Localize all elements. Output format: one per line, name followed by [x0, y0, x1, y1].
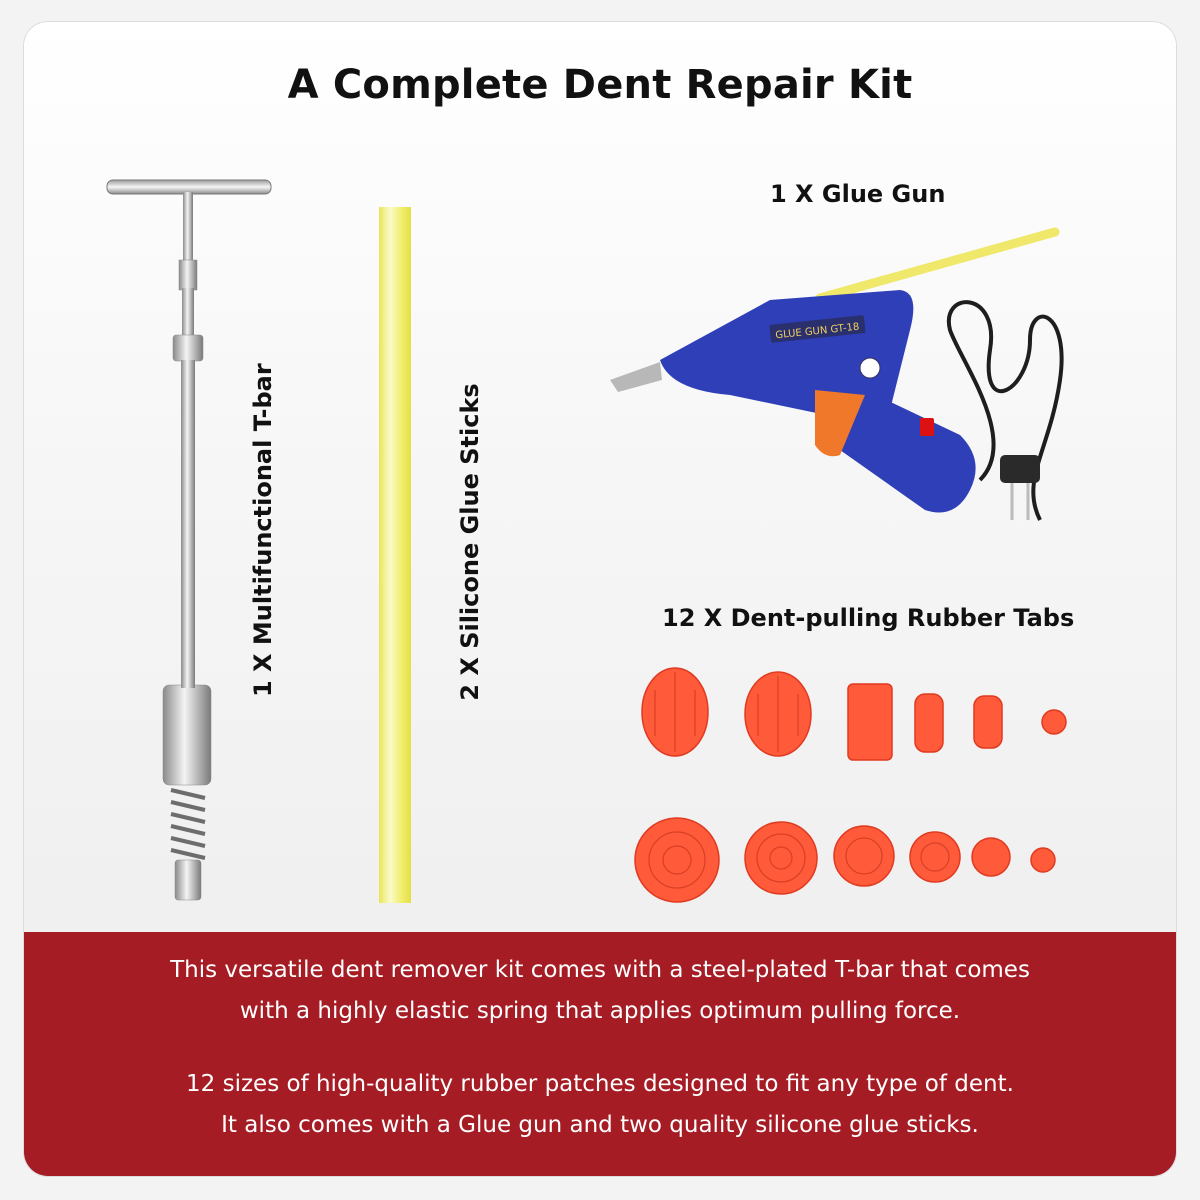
t-bar-image	[106, 179, 272, 901]
rubber-tab-3	[847, 683, 893, 761]
t-bar-label: 1 X Multifunctional T-bar	[249, 363, 277, 697]
description-line-3: 12 sizes of high-quality rubber patches …	[186, 1071, 1014, 1097]
rubber-tab-7	[634, 817, 720, 903]
description-line-1: This versatile dent remover kit comes wi…	[170, 957, 1030, 983]
rubber-tab-10	[909, 831, 961, 883]
rubber-tab-4	[914, 693, 944, 753]
rubber-tab-12	[1030, 847, 1056, 873]
glue-gun-label: 1 X Glue Gun	[770, 180, 946, 208]
description-line-4: It also comes with a Glue gun and two qu…	[221, 1112, 979, 1138]
glue-sticks-label: 2 X Silicone Glue Sticks	[456, 383, 484, 701]
rubber-tab-11	[971, 837, 1011, 877]
rubber-tab-5	[973, 695, 1003, 749]
rubber-tabs-image	[634, 667, 1067, 903]
glue-stick-image	[379, 207, 411, 903]
page-title: A Complete Dent Repair Kit	[287, 62, 913, 108]
description-banner: This versatile dent remover kit comes wi…	[24, 932, 1176, 1176]
rubber-tab-6	[1041, 709, 1067, 735]
rubber-tab-9	[833, 825, 895, 887]
rubber-tab-8	[744, 821, 818, 895]
description-line-2: with a highly elastic spring that applie…	[239, 998, 961, 1024]
glue-gun-image: GLUE GUN GT-18	[610, 227, 1064, 521]
rubber-tabs-label: 12 X Dent-pulling Rubber Tabs	[662, 604, 1075, 632]
